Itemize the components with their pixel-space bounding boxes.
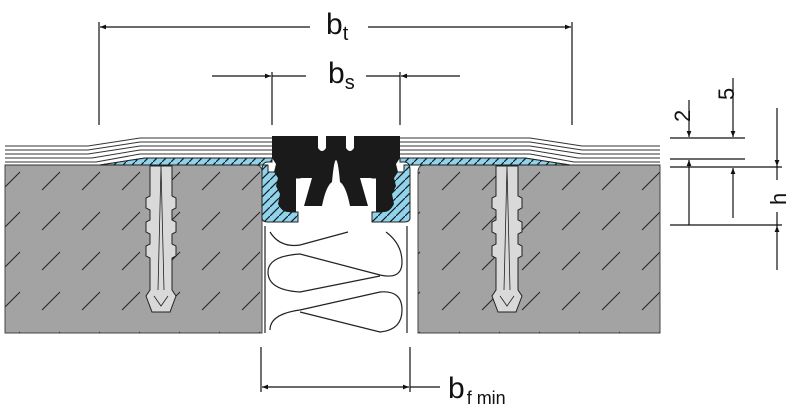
label-5: 5 xyxy=(714,88,739,100)
dimension-bs xyxy=(212,72,460,125)
rubber-seal xyxy=(272,136,400,212)
label-2: 2 xyxy=(670,110,695,122)
anchor-right xyxy=(491,165,523,313)
anchor-left xyxy=(145,165,177,313)
label-bs: bs xyxy=(328,57,355,94)
label-bt: bt xyxy=(326,8,349,45)
dimension-thickness xyxy=(670,78,782,270)
joint-filler xyxy=(264,226,408,333)
label-h: h xyxy=(766,193,791,205)
dimension-bt xyxy=(98,22,573,125)
concrete-slab-right xyxy=(417,164,661,334)
dimension-bf-min xyxy=(260,347,440,392)
concrete-slab-left xyxy=(4,164,263,334)
